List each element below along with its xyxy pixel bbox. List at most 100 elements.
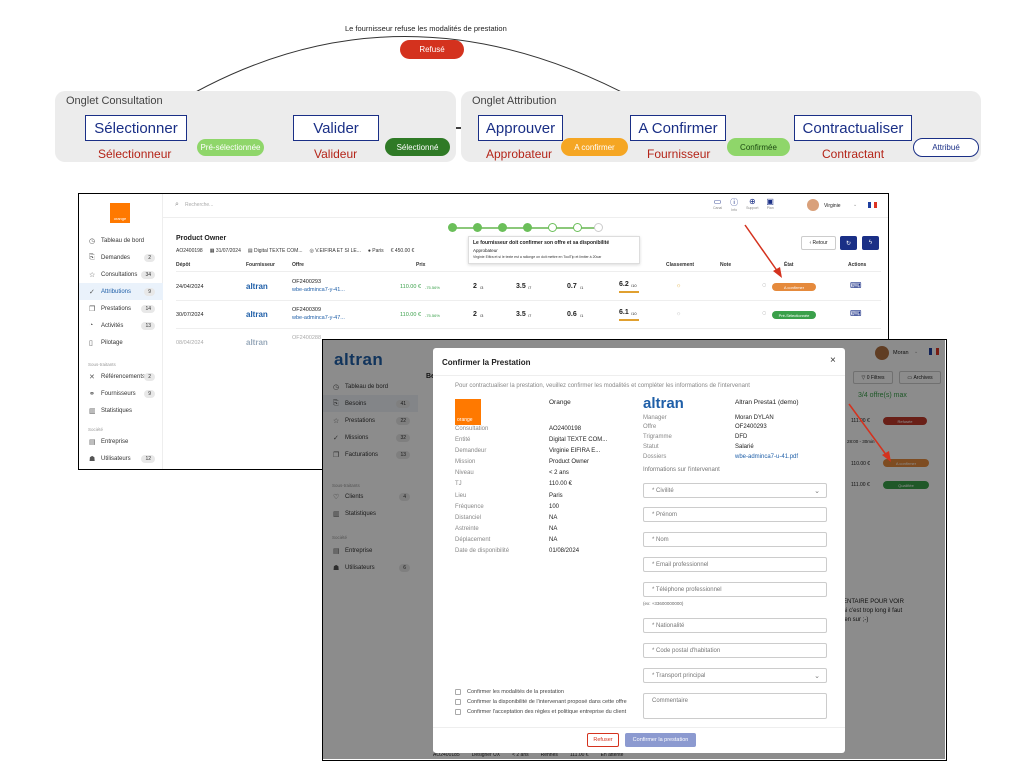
- status-tooltip: Le fournisseur doit confirmer son offre …: [468, 236, 640, 264]
- comment-icon: ◌: [762, 282, 767, 289]
- search-input[interactable]: Recherche...: [185, 202, 214, 208]
- building-icon: ▤: [247, 248, 253, 254]
- confirm-button[interactable]: Confirmer la prestation: [625, 733, 696, 747]
- state-preselected: Pré-sélectionnée: [197, 139, 264, 156]
- chevron-down-icon[interactable]: ⌄: [914, 349, 919, 355]
- confirm-rules-checkbox[interactable]: Confirmer l'acceptation des règles et po…: [455, 709, 626, 715]
- offers-max: 3/4 offre(s) max: [858, 392, 907, 399]
- nav-pilotage[interactable]: ▯Pilotage: [89, 339, 123, 347]
- nav-dashboard[interactable]: ◷Tableau de bord: [333, 383, 389, 391]
- table-row[interactable]: 08/04/2024 altran OF2400288: [176, 335, 322, 347]
- step-confirm: A Confirmer: [630, 115, 726, 141]
- phone-field[interactable]: * Téléphone professionnel: [643, 582, 827, 597]
- status-badge: A confirmer: [772, 283, 816, 291]
- action-chat-icon: ⌨: [850, 281, 862, 290]
- archive-icon: ▭: [907, 374, 913, 381]
- refuse-annotation: Le fournisseur refuse les modalités de p…: [345, 24, 507, 33]
- filters-button[interactable]: ▽ 0 Filtres: [853, 371, 893, 384]
- comment-excerpt: ENTAIRE POUR VOIR si c'est trop long il …: [843, 599, 904, 623]
- table-row[interactable]: 24/04/2024 altran OF2400293 wbe-adminca7…: [176, 273, 881, 301]
- french-flag-icon[interactable]: [868, 202, 877, 208]
- confirm-availability-checkbox[interactable]: Confirmer la disponibilité de l'interven…: [455, 699, 627, 705]
- altran-logo: altran: [643, 395, 684, 412]
- highlight-arrow: [744, 224, 782, 278]
- state-to-confirm: A confirmer: [561, 138, 628, 156]
- comment-textarea[interactable]: Commentaire: [643, 693, 827, 719]
- archives-button[interactable]: ▭ Archives: [899, 371, 941, 384]
- globe-icon: ●: [367, 248, 371, 254]
- heart-icon: ♡: [333, 493, 340, 501]
- french-flag-icon[interactable]: [929, 348, 939, 355]
- highlight-arrow: [848, 403, 891, 462]
- chart-icon: ▥: [89, 407, 96, 415]
- user-name[interactable]: Virginie: [824, 203, 841, 209]
- nav-statistics[interactable]: ▥Statistiques: [333, 510, 377, 518]
- nav-company[interactable]: ▤Entreprise: [89, 438, 129, 446]
- lifebuoy-icon: ⊕: [748, 197, 756, 206]
- transport-select[interactable]: * Transport principal⌄: [643, 668, 827, 683]
- status-badge: Refusée: [883, 417, 927, 425]
- refuse-button[interactable]: Refuser: [587, 733, 619, 747]
- avatar[interactable]: [875, 346, 889, 360]
- refresh-icon: ↻: [845, 240, 852, 247]
- civility-select[interactable]: * Civilité⌄: [643, 483, 827, 498]
- table-row[interactable]: 30/07/2024 altran OF2400309 wbe-adminca7…: [176, 301, 881, 329]
- phone-hint: (ex: +33600000000): [643, 601, 684, 606]
- nav-company[interactable]: ▤Entreprise: [333, 547, 373, 555]
- calendar-icon: ▦: [209, 248, 215, 254]
- exit-icon: ⎘: [89, 253, 95, 261]
- link-icon: ⚭: [89, 390, 95, 398]
- euro-icon: €: [390, 248, 394, 254]
- step-approve: Approuver: [478, 115, 563, 141]
- refresh-button[interactable]: ↻: [840, 236, 857, 250]
- lightning-button[interactable]: ϟ: [862, 236, 879, 250]
- confirm-modal: Confirmer la Prestation × Pour contractu…: [433, 348, 845, 753]
- nav-dashboard[interactable]: ◷Tableau de bord: [89, 237, 145, 245]
- chevron-down-icon: ⌄: [814, 487, 820, 495]
- clock-icon: ◷: [89, 237, 96, 245]
- avatar[interactable]: [807, 199, 819, 211]
- confirm-terms-checkbox[interactable]: Confirmer les modalités de la prestation: [455, 689, 564, 695]
- pages-icon: ❐: [89, 305, 96, 313]
- cross-icon: ✕: [89, 373, 95, 381]
- firstname-input[interactable]: * Prénom: [643, 507, 827, 522]
- user-name[interactable]: Moran: [893, 350, 909, 356]
- plan-button[interactable]: ▣Plan: [766, 197, 774, 210]
- canal-button[interactable]: ▭Canal: [713, 197, 723, 210]
- close-icon[interactable]: ×: [830, 355, 836, 366]
- action-chat-icon: ⌨: [850, 309, 862, 318]
- email-field[interactable]: * Email professionnel: [643, 557, 827, 572]
- section-company: Société: [332, 535, 348, 540]
- chart-icon: ▥: [333, 510, 340, 518]
- postal-code-input[interactable]: * Code postal d'habitation: [643, 643, 827, 658]
- nav-statistics[interactable]: ▥Statistiques: [89, 407, 133, 415]
- page-title: Product Owner: [176, 235, 227, 242]
- support-button[interactable]: ⊕Support: [746, 197, 759, 210]
- meta-bar: AO2400198 ▦ 31/07/2024 ▤ Digital TEXTE C…: [176, 248, 415, 254]
- content-title: Bes: [426, 373, 439, 380]
- plan-icon: ▣: [766, 197, 774, 206]
- chevron-down-icon[interactable]: ⌄: [853, 202, 858, 208]
- nationality-input[interactable]: * Nationalité: [643, 618, 827, 633]
- lastname-input[interactable]: * Nom: [643, 532, 827, 547]
- back-button[interactable]: ‹ Retour: [801, 236, 836, 250]
- file-link[interactable]: wbe-adminca7-u-41.pdf: [735, 454, 799, 460]
- building-icon: ▤: [89, 438, 96, 446]
